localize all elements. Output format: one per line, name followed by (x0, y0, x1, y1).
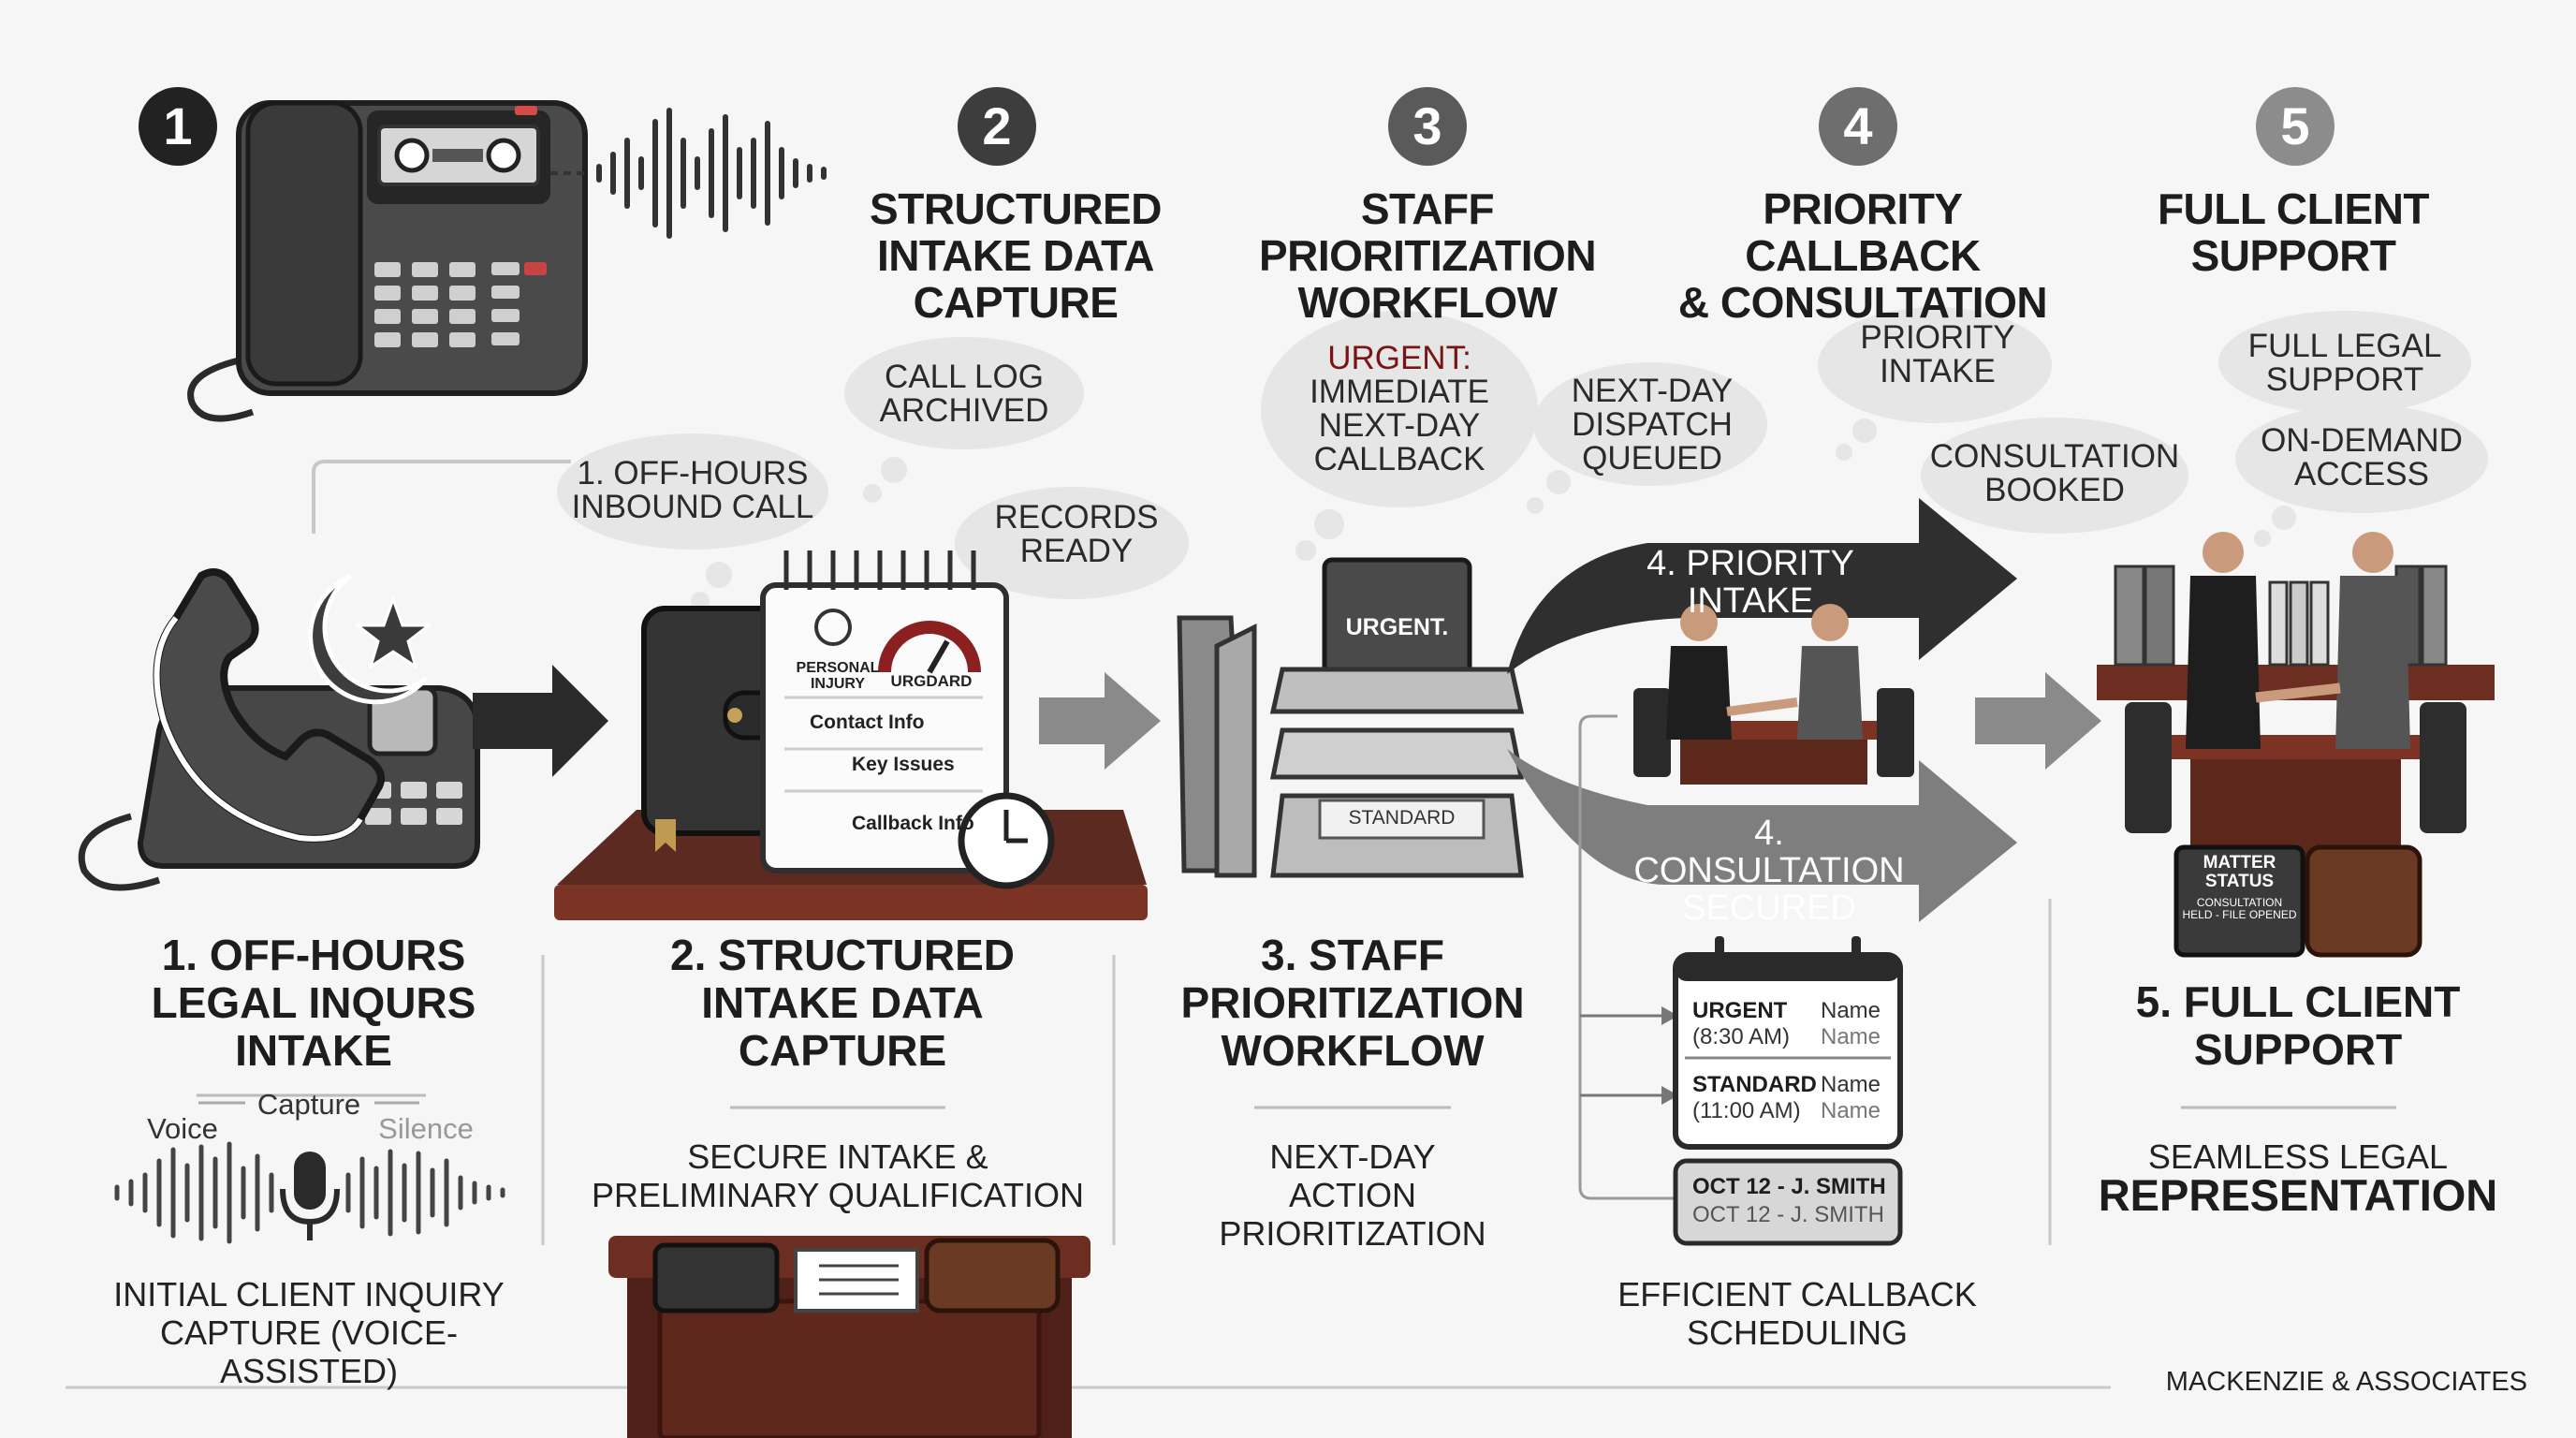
voice-soundwave-icon (114, 1141, 505, 1244)
bubble-inbound-call: 1. OFF-HOURS INBOUND CALL (571, 455, 814, 525)
calendar-urgent-name: Name (1821, 998, 1881, 1023)
bubble-records-ready: RECORDS READY (994, 499, 1159, 569)
bubble-priority-intake: PRIORITY INTAKE (1860, 319, 2015, 389)
flow-arrow (1975, 672, 2101, 770)
step-3-heading: STAFF PRIORITIZATION WORKFLOW (1258, 184, 1597, 327)
urgent-label: URGENT: (1327, 340, 1471, 376)
notepad-callback-info: Callback Info (852, 813, 974, 834)
off-hours-phone-icon (78, 568, 480, 891)
calendar-urgent-time: (8:30 AM) (1692, 1024, 1791, 1049)
notepad-personal-injury: PERSONAL INJURY (796, 660, 880, 692)
calendar-appointment-2: OCT 12 - J. SMITH (1692, 1202, 1884, 1227)
calendar-appointment: OCT 12 - J. SMITH (1692, 1174, 1886, 1199)
notepad-contact-info: Contact Info (810, 712, 925, 733)
priority-intake-arrow (1507, 498, 2017, 674)
step-4-subtitle: EFFICIENT CALLBACK SCHEDULING (1617, 1275, 1977, 1352)
step-number-2: 2 (958, 87, 1036, 166)
bubble-full-legal-support: FULL LEGAL SUPPORT (2247, 328, 2442, 398)
step-2-heading: STRUCTURED INTAKE DATA CAPTURE (870, 184, 1162, 327)
urgent-detail: IMMEDIATE NEXT-DAY CALLBACK (1310, 374, 1489, 477)
step-number-4: 4 (1819, 87, 1897, 166)
tray-urgent-label: URGENT. (1345, 614, 1449, 640)
capture-label: Capture (256, 1088, 361, 1121)
notepad-gauge-label: URGDARD (890, 672, 973, 690)
step-number-5: 5 (2256, 87, 2334, 166)
microphone-icon (280, 1152, 340, 1240)
matter-status-label: MATTER STATUS (2203, 853, 2276, 891)
flow-arrow (1039, 672, 1161, 770)
calendar-standard-slot: STANDARD (1692, 1072, 1817, 1097)
step-5-subtitle-line-2: REPRESENTATION (2098, 1170, 2498, 1220)
matter-status-detail: CONSULTATION HELD - FILE OPENED (2182, 896, 2297, 921)
connector-line (312, 460, 571, 534)
bubble-on-demand-access: ON-DEMAND ACCESS (2261, 422, 2463, 492)
step-3-title: 3. STAFF PRIORITIZATION WORKFLOW (1180, 931, 1525, 1075)
calendar-standard-name-2: Name (1821, 1098, 1881, 1123)
bubble-urgent: URGENT:IMMEDIATE NEXT-DAY CALLBACK (1268, 342, 1530, 477)
calendar-icon (1673, 936, 1903, 1246)
step-1-title: 1. OFF-HOURS LEGAL INQURS INTAKE (151, 931, 476, 1075)
tray-standard-label: STANDARD (1348, 807, 1456, 829)
bubble-consultation-booked: CONSULTATION BOOKED (1929, 438, 2180, 508)
step-1-subtitle: INITIAL CLIENT INQUIRY CAPTURE (VOICE-AS… (113, 1275, 505, 1390)
calendar-urgent-slot: URGENT (1692, 998, 1788, 1023)
step-number-3: 3 (1388, 87, 1467, 166)
voice-label: Voice (147, 1112, 218, 1145)
firm-name: MACKENZIE & ASSOCIATES (2165, 1367, 2527, 1397)
bubble-call-log: CALL LOG ARCHIVED (879, 359, 1049, 429)
calendar-urgent-name-2: Name (1821, 1024, 1881, 1049)
step-2-subtitle: SECURE INTAKE & PRELIMINARY QUALIFICATIO… (591, 1137, 1085, 1214)
office-illustration (2097, 532, 2495, 958)
consultation-secured-arrow-label: 4. CONSULTATION SECURED (1633, 814, 1905, 928)
flow-arrow (473, 665, 608, 777)
step-2-title: 2. STRUCTURED INTAKE DATA CAPTURE (669, 931, 1016, 1075)
soundwave-icon (596, 108, 827, 239)
calendar-standard-name: Name (1821, 1072, 1881, 1097)
desk-phone-icon (187, 100, 588, 422)
priority-intake-arrow-label: 4. PRIORITY INTAKE (1647, 544, 1854, 621)
reception-desk-illustration (608, 1236, 1090, 1438)
file-trays-illustration (1177, 557, 1525, 878)
step-3-subtitle: NEXT-DAY ACTION PRIORITIZATION (1219, 1137, 1486, 1253)
thought-bubbles (557, 307, 2488, 612)
calendar-standard-time: (11:00 AM) (1692, 1098, 1801, 1123)
step-4-heading: PRIORITY CALLBACK & CONSULTATION (1677, 184, 2048, 327)
step-5-heading: FULL CLIENT SUPPORT (2157, 184, 2430, 280)
meeting-illustration (1633, 604, 1914, 785)
notepad-key-issues: Key Issues (852, 754, 955, 775)
silence-label: Silence (378, 1112, 474, 1145)
consultation-secured-arrow (1507, 749, 2017, 922)
step-5-title: 5. FULL CLIENT SUPPORT (2135, 977, 2461, 1074)
intake-desk-illustration (554, 550, 1148, 920)
bubble-dispatch: NEXT-DAY DISPATCH QUEUED (1571, 373, 1734, 477)
step-5-subtitle-line-1: SEAMLESS LEGAL (2147, 1137, 2449, 1176)
step-number-1: 1 (139, 87, 217, 166)
